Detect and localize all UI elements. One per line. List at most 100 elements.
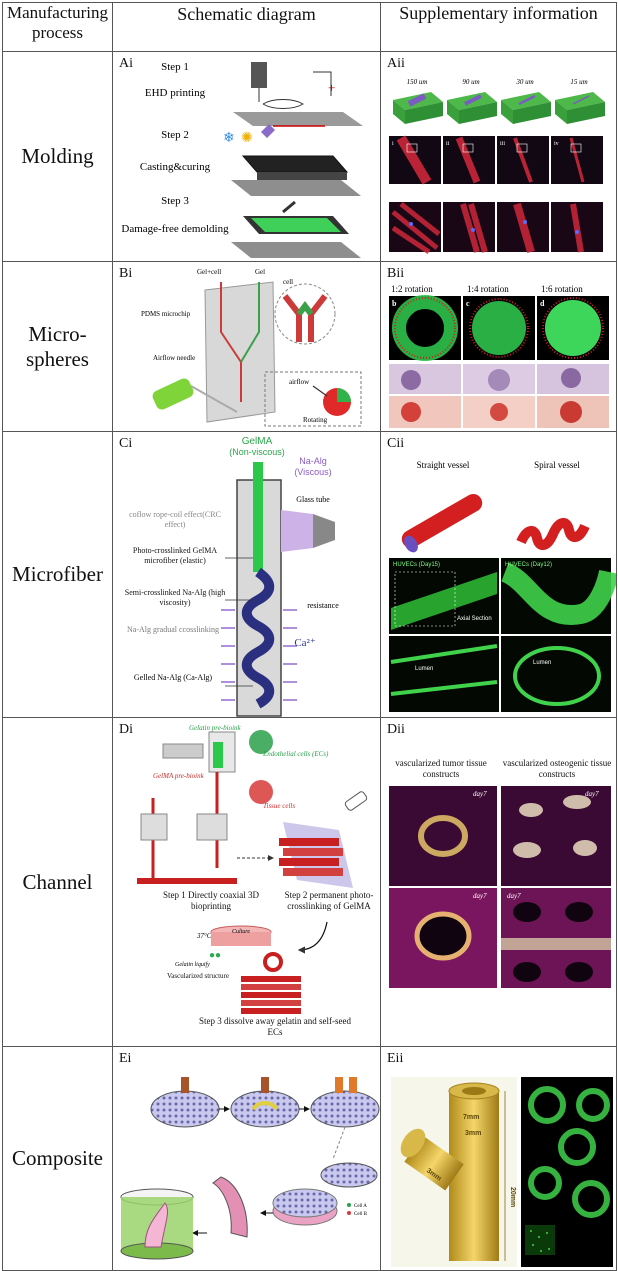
header-process: Manufacturing process [2, 2, 113, 52]
plus-icon: + [328, 80, 335, 95]
panel-label-aii: Aii [387, 56, 405, 71]
resistance-label: resistance [307, 601, 339, 610]
glass-tube-label: Glass tube [296, 495, 330, 504]
micrograph-row-bottom [389, 202, 603, 255]
schematic-molding: Ai Step 1 EHD printing Step 2 Casting&cu… [112, 51, 381, 262]
culture-label: Culture [232, 929, 250, 935]
panel-label-di: Di [119, 722, 133, 737]
mold-blocks [393, 92, 605, 124]
cell-a-label: Cell A [354, 1204, 367, 1209]
size-30: 30 um [515, 78, 533, 86]
ecs-cluster [249, 730, 273, 754]
step2-label: Step 2 permanent photo-crosslinking of G… [284, 890, 374, 911]
temp-label: 37°C [196, 932, 212, 940]
vascularized-stack [241, 976, 301, 1014]
straight-vessel-icon [401, 494, 483, 548]
step3-text: Damage-free demolding [121, 223, 229, 235]
svg-text:i: i [392, 141, 394, 147]
main-tube [449, 1091, 499, 1261]
naalg-label: Na-Alg [299, 456, 327, 466]
size-150: 150 um [407, 78, 428, 86]
sphere-16 [545, 300, 601, 356]
supp-microspheres: Bii 1:2 rotation 1:4 rotation 1:6 rotati… [380, 261, 617, 432]
svg-text:iv: iv [554, 141, 559, 147]
droplet-icon: ●● [209, 950, 221, 961]
step2-text: Casting&curing [140, 161, 211, 173]
gelatin-bioink-label: Gelatin pre-bioink [189, 724, 242, 732]
straight-vessel-fluo [391, 572, 497, 630]
huvec-day15-label: HUVECs (Day15) [393, 562, 440, 568]
gelcell-label: Gel+cell [197, 268, 221, 276]
panel-label-ai: Ai [119, 56, 133, 71]
sphere-14 [472, 301, 526, 355]
header-supplementary: Supplementary information [380, 2, 617, 52]
airflow-needle [152, 378, 194, 410]
panel-label-bi: Bi [119, 266, 133, 281]
composite-construct [144, 1202, 168, 1248]
vascularized-label: Vascularized structure [167, 972, 229, 980]
gelma-sub-label: (Non-viscous) [229, 447, 285, 457]
composite-supp-figure: 7mm 3mm 3mm 20mm [391, 1077, 613, 1267]
microspheres-schematic-figure: Gel+cell Gel cell PDMS microchip Airflow… [141, 268, 362, 427]
osteogenic-construct-title: vascularized osteogenic tissue construct… [502, 758, 612, 779]
mesh-step2 [230, 1090, 300, 1128]
microspheres-supp-figure: 1:2 rotation 1:4 rotation 1:6 rotation b… [389, 284, 609, 428]
gel-label: Gel [255, 268, 265, 276]
pour-icon [261, 124, 275, 138]
gelma-bioink-label: GelMA pre-bioink [153, 772, 205, 780]
schematic-composite: Ei [112, 1046, 381, 1271]
photo-label: Photo-crosslinked GelMA microfiber (elas… [132, 546, 218, 565]
rotating-label: Rotating [303, 416, 328, 424]
svg-text:iii: iii [500, 141, 505, 147]
pdms-chip [204, 281, 276, 423]
cell-b-label: Cell B [354, 1212, 368, 1217]
coiled-fiber [241, 567, 275, 709]
gelled-label: Gelled Na-Alg (Ca-Alg) [134, 673, 213, 682]
crc-label: coflow rope-coil effect(CRC effect) [129, 510, 221, 529]
lumen-label-right: Lumen [533, 660, 551, 666]
step3-title: Step 3 [161, 195, 189, 207]
row-microspheres: Micro-spheres Bi Gel+cell Gel cell PDMS … [2, 261, 617, 432]
panel-label-cii: Cii [387, 436, 405, 451]
mold-box [241, 155, 349, 173]
pdms-label: PDMS microchip [141, 310, 191, 318]
micrograph-row-top: i ii iii iv [389, 135, 603, 185]
tumor-construct-title: vascularized tumor tissue constructs [395, 758, 487, 779]
huvec-day12-label: HUVECs (Day12) [505, 562, 552, 568]
process-microfiber: Microfiber [2, 431, 113, 718]
channel-schematic-figure: Gelatin pre-bioink Endothelial cells (EC… [137, 724, 374, 1037]
rolled-scaffold [212, 1176, 248, 1238]
day7-label-1: day7 [473, 790, 487, 798]
process-microspheres: Micro-spheres [2, 261, 113, 432]
channel-supp-figure: day7 day7 day7 day7 [389, 786, 611, 988]
panel-label-ci: Ci [119, 436, 133, 451]
process-channel: Channel [2, 717, 113, 1047]
cell-label: cell [283, 278, 293, 286]
gelma-stream [253, 462, 263, 572]
header-row: Manufacturing process Schematic diagram … [2, 2, 617, 52]
nozzle-icon [251, 62, 267, 88]
supp-microfiber: Cii Straight vessel Spiral vessel Straig… [380, 431, 617, 718]
naalg-sub-label: (Viscous) [294, 467, 331, 477]
svg-text:ii: ii [446, 141, 450, 147]
vessel-cross-section [263, 952, 283, 972]
panel-label-eii: Eii [387, 1051, 404, 1066]
dim-20mm: 20mm [509, 1187, 516, 1207]
printed-pattern [258, 88, 304, 109]
row-composite: Composite Ei [2, 1046, 617, 1271]
day7-label-2: day7 [585, 790, 599, 798]
lamp-icon [344, 791, 368, 811]
airflow-needle-label: Airflow needle [153, 354, 195, 362]
calcium-label: Ca²⁺ [294, 637, 316, 649]
microfiber-supp-figure: Straight vessel Spiral vessel Straight v… [389, 460, 616, 712]
rotation-16: 1:6 rotation [541, 284, 583, 294]
supp-channel: Dii vascularized tumor tissue constructs… [380, 717, 617, 1047]
supp-composite: Eii 7mm 3mm 3mm 20mm [380, 1046, 617, 1271]
dim-3mm-a: 3mm [465, 1130, 481, 1137]
straight-ve-label: Straight ve [442, 534, 468, 540]
schematic-channel: Di Gelatin pre-bioink Endothelial cells … [112, 717, 381, 1047]
crosslink-arrows [221, 609, 297, 701]
tissue-cells-label: Tissue cells [263, 802, 295, 810]
print-stage [137, 878, 237, 884]
channel-cell [220, 282, 242, 402]
